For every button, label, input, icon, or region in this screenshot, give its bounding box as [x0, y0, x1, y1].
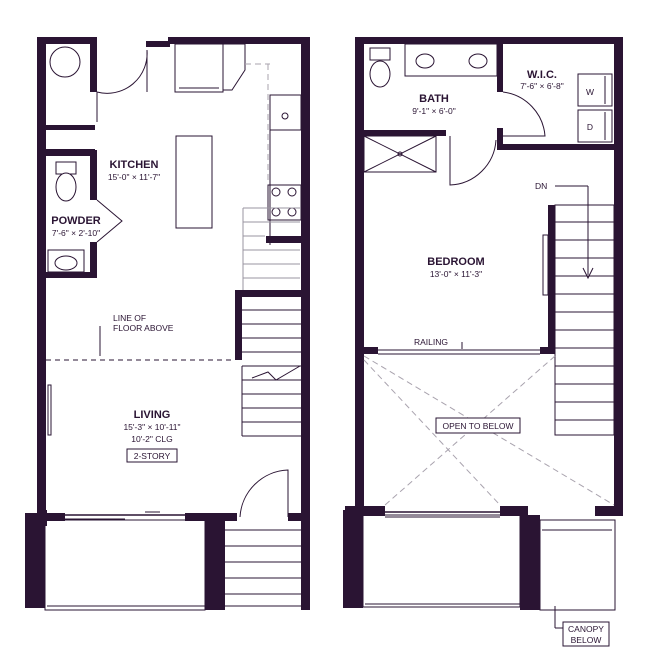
bath-toilet [369, 47, 391, 88]
living-tv-wall [47, 384, 52, 436]
wic-door-swing [502, 91, 546, 137]
stair-wall-top [235, 290, 310, 297]
stair-wall-left [235, 290, 242, 360]
stairs-down [554, 185, 615, 436]
living-ceiling: 10'-2" CLG [131, 434, 173, 444]
kitchen-sink [269, 94, 302, 131]
wic-label: W.I.C. [527, 69, 557, 81]
wall-north-a [37, 37, 97, 44]
front-door-swing [239, 469, 289, 518]
powder-wall-bottom [45, 272, 95, 278]
canopy-tag [562, 621, 610, 647]
wall-north-c [168, 37, 310, 44]
bedroom-closet-door [542, 234, 549, 296]
floor-above-note-2: FLOOR ABOVE [113, 323, 174, 333]
wall-east [301, 37, 310, 522]
wall-south-b [185, 513, 237, 521]
kitchen-label: KITCHEN [110, 159, 159, 171]
bath-sink [468, 53, 488, 69]
shower-diag [363, 135, 437, 173]
lower-level-plan: KITCHEN 15'-0" × 11'-7" POWDER 7'-6" × 2… [25, 37, 310, 611]
bath-sink [415, 53, 435, 69]
stairs-up [241, 309, 301, 437]
two-story-badge [126, 448, 178, 463]
floor-above-note-1: LINE OF [113, 313, 146, 323]
dryer [577, 109, 613, 143]
wall-south-upper-a [345, 506, 385, 516]
powder-toilet [55, 161, 77, 202]
stair-wall-corner [540, 347, 555, 354]
shower-drain [397, 151, 403, 157]
balcony-wall-mid [520, 515, 540, 610]
wall-south-upper-c [595, 506, 623, 516]
bath-door-swing [449, 136, 497, 186]
kitchen-dims: 15'-0" × 11'-7" [108, 172, 160, 182]
wall-south-upper-b [500, 506, 528, 516]
bath-wic-wall-b [497, 128, 503, 150]
canopy-outline [539, 519, 616, 611]
powder-wall-side [90, 150, 97, 200]
canopy-tag-line2: BELOW [571, 635, 602, 645]
bath-label: BATH [419, 93, 449, 105]
powder-label: POWDER [51, 215, 101, 227]
porch-slab [44, 519, 206, 611]
open-to-below-text: OPEN TO BELOW [442, 421, 513, 431]
kitchen-wall [266, 236, 310, 243]
open-to-below-tag [435, 417, 521, 434]
washer [577, 73, 613, 107]
balcony-wall-west [343, 510, 363, 608]
wall-west [37, 37, 46, 515]
powder-dims: 7'-6" × 2'-10" [52, 228, 100, 238]
kitchen-island [175, 135, 213, 229]
closet-wall [45, 125, 95, 130]
wall-south-c [288, 513, 306, 521]
wall-north-b [146, 41, 170, 47]
dryer-label: D [587, 122, 593, 132]
canopy-tag-line1: CANOPY [568, 624, 604, 634]
powder-wall-top [45, 149, 95, 156]
stair-dn-label: DN [535, 181, 547, 191]
porch-wall-mid [205, 518, 225, 610]
living-dims: 15'-3" × 10'-11" [123, 422, 180, 432]
refrigerator [174, 43, 224, 93]
wic-dims: 7'-6" × 6'-8" [520, 81, 564, 91]
burner [271, 187, 281, 197]
stair-break [251, 365, 301, 381]
front-steps [225, 529, 301, 607]
upper-level-plan: CANOPY BELOW W D [343, 37, 623, 647]
sink-drain [281, 112, 289, 120]
closet-wall-side [90, 44, 97, 92]
pantry [222, 43, 246, 91]
water-heater [49, 46, 81, 78]
powder-sink [47, 249, 85, 273]
porch-wall-west [25, 513, 45, 608]
two-story-badge-text: 2-STORY [134, 451, 171, 461]
wic-wall-bottom [500, 144, 614, 150]
bath-wall-bottom [364, 130, 446, 136]
washer-label: W [586, 87, 594, 97]
wall-west-upper [355, 37, 364, 515]
under-stair-lines [242, 207, 300, 290]
bedroom-label: BEDROOM [427, 256, 484, 268]
stair-side-wall [548, 205, 555, 353]
entry-door-swing [96, 49, 148, 94]
wall-east-upper [614, 37, 623, 515]
bath-wic-wall [497, 44, 503, 92]
burner [287, 187, 297, 197]
wall-north-upper [355, 37, 623, 44]
bedroom-dims: 13'-0" × 11'-3" [430, 269, 482, 279]
powder-door [96, 199, 123, 243]
bath-dims: 9'-1" × 6'-0" [412, 106, 456, 116]
railing-end-wall [364, 347, 378, 354]
powder-wall-side-b [90, 242, 97, 278]
railing-label: RAILING [414, 337, 448, 347]
porch-wall-east [301, 520, 310, 610]
living-label: LIVING [134, 409, 171, 421]
balcony-outline [362, 514, 521, 608]
